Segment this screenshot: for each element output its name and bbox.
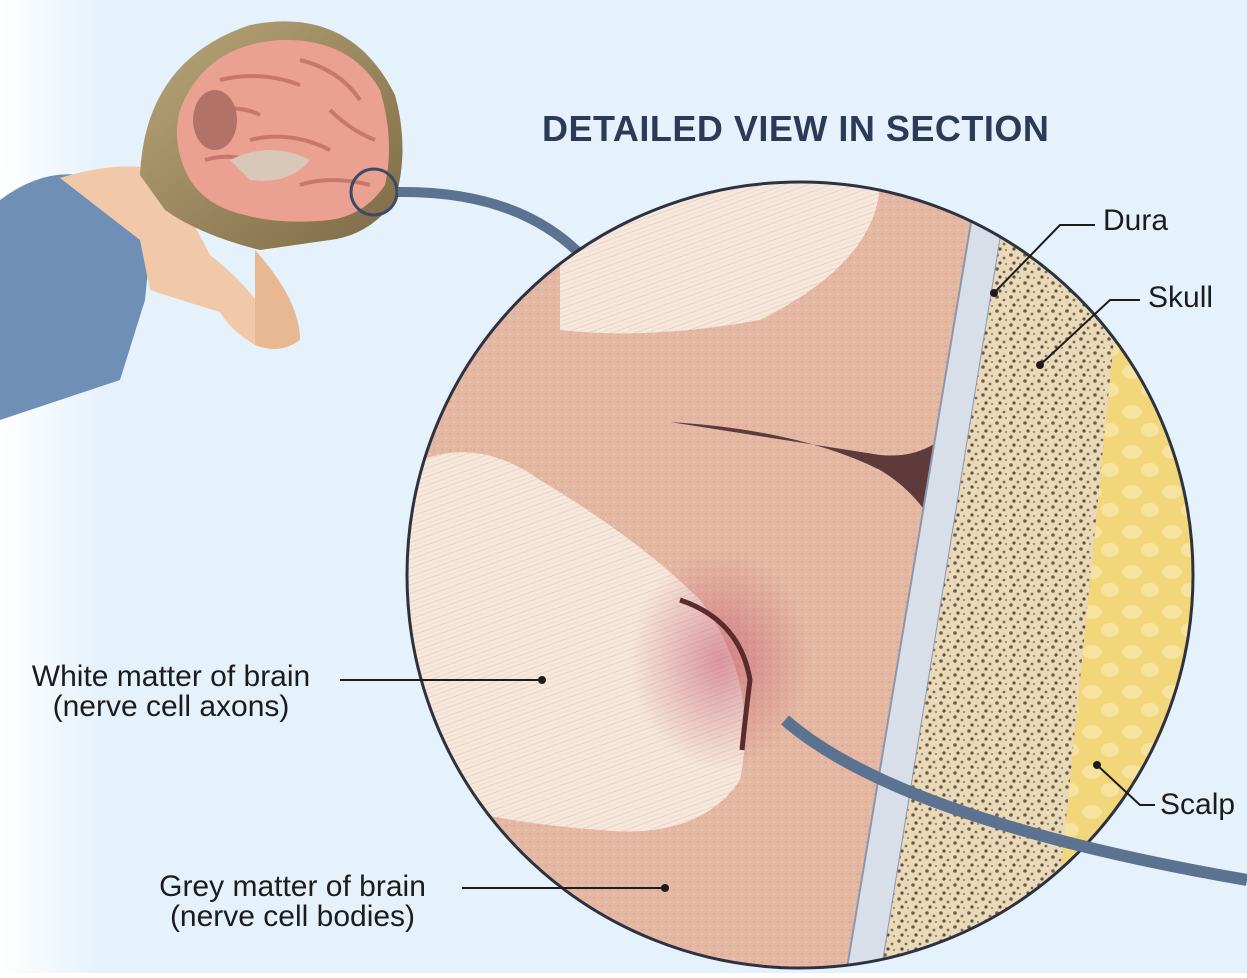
label-white-matter: White matter of brain (nerve cell axons) [10,662,332,722]
label-scalp: Scalp [1160,790,1235,820]
label-white-matter-line2: (nerve cell axons) [10,692,332,722]
label-grey-matter-line2: (nerve cell bodies) [130,902,455,932]
label-grey-matter-line1: Grey matter of brain [130,872,455,902]
label-skull: Skull [1148,283,1213,313]
label-grey-matter: Grey matter of brain (nerve cell bodies) [130,872,455,932]
diagram-title: DETAILED VIEW IN SECTION [542,108,1049,150]
label-dura: Dura [1103,206,1168,236]
label-white-matter-line1: White matter of brain [10,662,332,692]
